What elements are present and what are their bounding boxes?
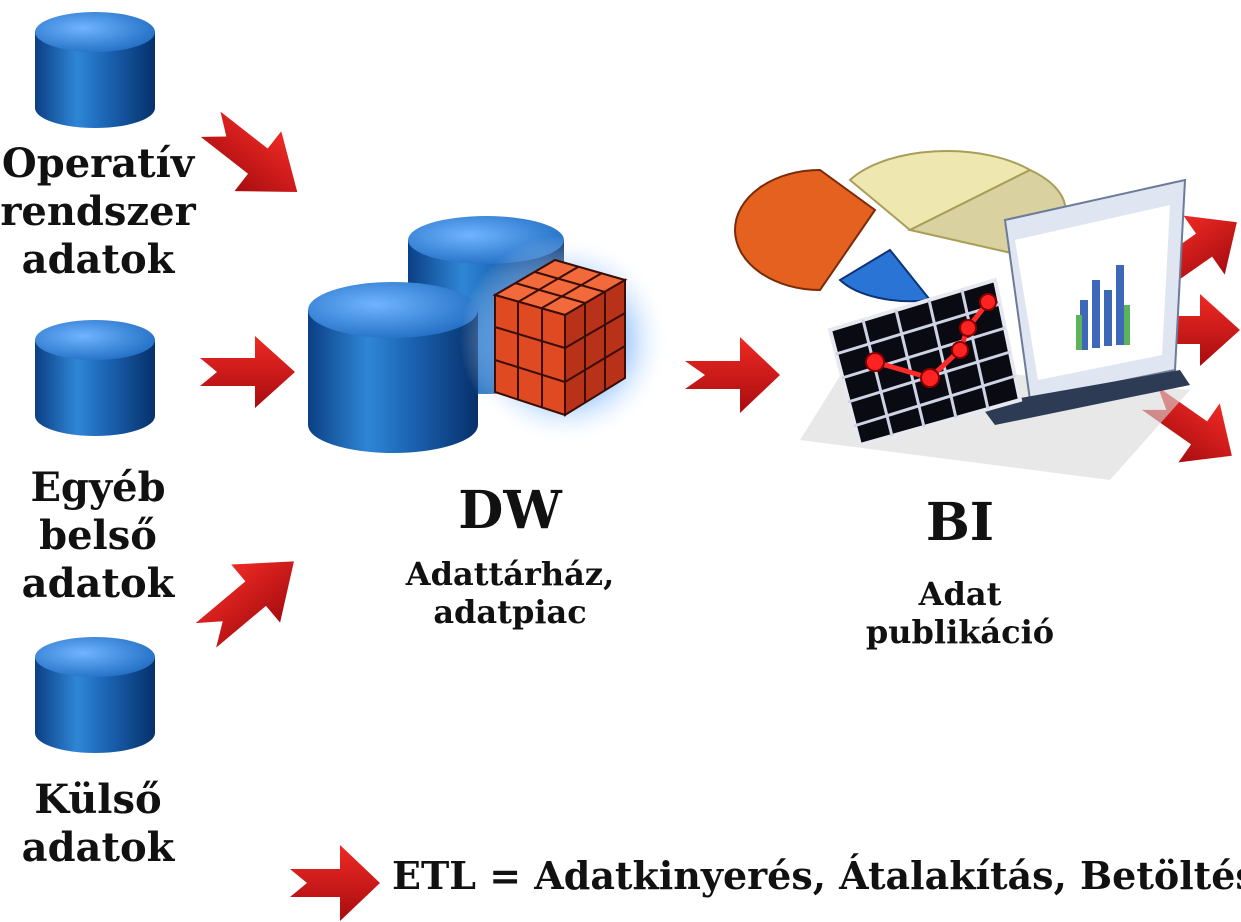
database-icon [35, 12, 155, 128]
etl-legend-text: ETL = Adatkinyerés, Átalakítás, Betöltés [392, 853, 1241, 898]
database-icon [35, 637, 155, 753]
source-label-operational: Operatív rendszer adatok [0, 140, 196, 283]
source-label-internal: Egyéb belső adatok [21, 464, 175, 607]
database-icon [35, 320, 155, 436]
data-warehouse-icon [308, 216, 670, 453]
business-intelligence-icon [734, 150, 1190, 480]
source-label-external: Külső adatok [21, 776, 175, 871]
bi-title: BI [925, 492, 995, 553]
dw-subtitle: Adattárház, adatpiac [405, 555, 615, 632]
dw-title: DW [458, 480, 562, 541]
bi-subtitle: Adat publikáció [865, 575, 1055, 652]
